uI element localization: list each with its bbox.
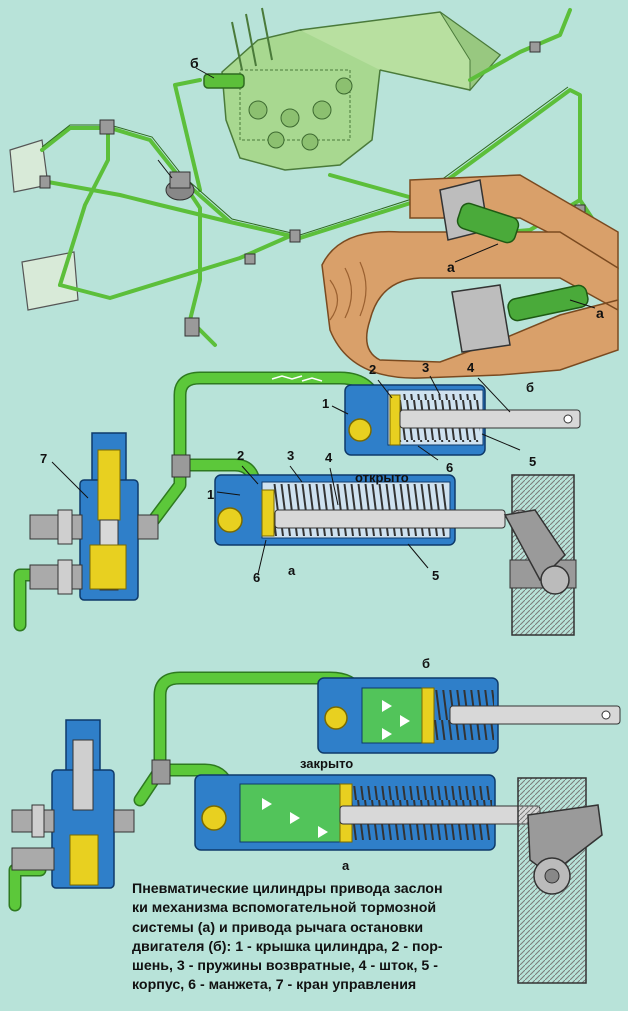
label-a-top-right: а	[596, 305, 604, 321]
figure-caption: Пневматические цилиндры привода заслон к…	[132, 881, 443, 994]
fuel-pump-block	[221, 7, 502, 171]
label-7: 7	[40, 451, 47, 466]
throttle-housing	[439, 179, 589, 353]
label-b-upper: б	[526, 380, 534, 395]
cylinder-b-closed	[317, 677, 621, 754]
label-b-top: б	[190, 55, 199, 71]
label-5-upper: 5	[529, 454, 536, 469]
open-state-diagram: 7	[13, 360, 581, 636]
label-5-lower: 5	[432, 568, 439, 583]
throttle-lever-closed	[517, 777, 603, 984]
cylinder-a-open	[214, 474, 531, 546]
closed-state-diagram: б закрыто а	[8, 656, 621, 984]
label-6-lower: 6	[253, 570, 260, 585]
control-valve-7	[29, 432, 159, 601]
label-2-upper: 2	[369, 362, 376, 377]
control-valve-top	[157, 159, 195, 201]
engine-overview: б а а	[9, 7, 619, 379]
open-state-label: открыто	[355, 470, 409, 485]
cylinder-a-closed	[194, 774, 541, 851]
label-a-lower: а	[288, 563, 296, 578]
label-1-lower: 1	[207, 487, 214, 502]
label-6-upper: 6	[446, 460, 453, 475]
tee-fitting	[151, 759, 171, 785]
cylinder-b-open	[344, 384, 581, 456]
label-3-lower: 3	[287, 448, 294, 463]
label-a-closed: а	[342, 858, 350, 873]
label-4-upper: 4	[467, 360, 475, 375]
label-b-closed: б	[422, 656, 430, 671]
label-a-top-left: а	[447, 259, 455, 275]
throttle-lever-open	[503, 474, 577, 636]
tee-fitting	[171, 454, 191, 478]
label-4-lower: 4	[325, 450, 333, 465]
label-3-upper: 3	[422, 360, 429, 375]
closed-state-label: закрыто	[300, 756, 353, 771]
control-valve-closed	[11, 719, 135, 889]
label-2-lower: 2	[237, 448, 244, 463]
label-1-upper: 1	[322, 396, 329, 411]
